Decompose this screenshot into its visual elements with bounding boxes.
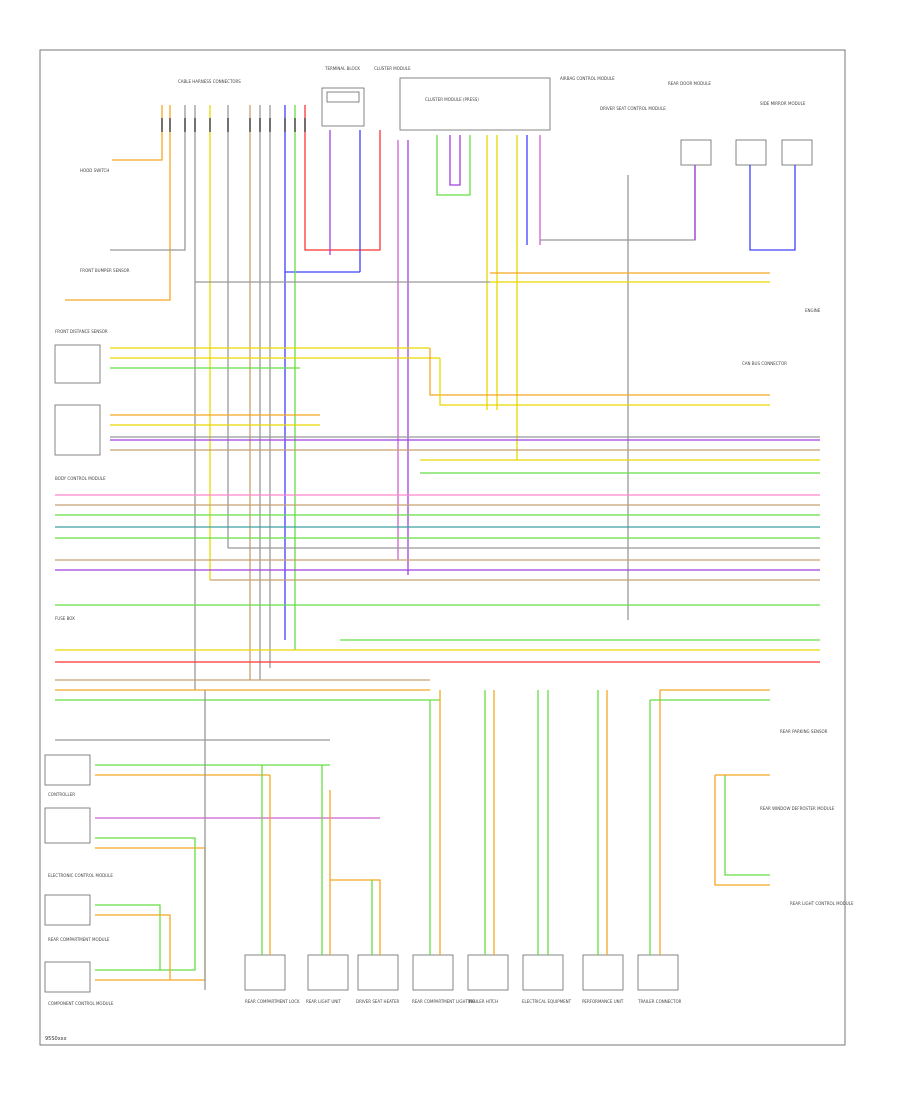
- diagram-frame: [39, 49, 846, 1046]
- door-module-box-2: [735, 139, 767, 166]
- bottom-box-7: [582, 954, 624, 991]
- bottom-box-1: [244, 954, 286, 991]
- door-module-box-3: [781, 139, 813, 166]
- bottom-box-3: [357, 954, 399, 991]
- label-l5: FUSE BOX: [55, 616, 75, 621]
- right-component-labels: CAN BUS CONNECTOR ENGINE REAR PARKING SE…: [742, 308, 854, 906]
- label-b2: REAR LIGHT UNIT: [306, 999, 341, 1004]
- wire-green-9: [95, 837, 196, 971]
- rear-compartment-box: [44, 894, 91, 926]
- cluster-module-box: [399, 77, 551, 131]
- terminal-block-inner: [326, 91, 360, 103]
- wire-purple-3: [449, 135, 461, 186]
- connector-stubs: [161, 118, 306, 132]
- label-c3: CLUSTER MODULE: [374, 66, 411, 71]
- label-c4: CLUSTER MODULE (PRESS): [425, 97, 479, 102]
- wire-green-2: [436, 135, 471, 196]
- wire-gray-6: [540, 165, 696, 241]
- wire-orange-long: [65, 105, 171, 301]
- label-b7: PERFORMANCE UNIT: [582, 999, 624, 1004]
- left-component-labels: HOOD SWITCH FRONT BUMPER SENSOR FRONT DI…: [48, 168, 130, 1006]
- wire-h-orange-2: [429, 348, 770, 396]
- label-c8: SIDE MIRROR MODULE: [760, 101, 806, 106]
- bottom-component-labels: REAR COMPARTMENT LOCK REAR LIGHT UNIT DR…: [245, 999, 682, 1004]
- bottom-components: [244, 954, 679, 991]
- wire-red-1: [304, 105, 381, 251]
- label-b5: TRAILER HITCH: [467, 999, 498, 1004]
- label-b8: TRAILER CONNECTOR: [637, 999, 682, 1004]
- wire-orange-6: [95, 847, 206, 981]
- bottom-box-8: [637, 954, 679, 991]
- label-c5: AIRBAG CONTROL MODULE: [560, 76, 615, 81]
- label-b3: DRIVER SEAT HEATER: [356, 999, 399, 1004]
- label-l4: BODY CONTROL MODULE: [55, 476, 106, 481]
- wire-h-yellow-4: [439, 358, 770, 406]
- label-l2: FRONT BUMPER SENSOR: [80, 268, 130, 273]
- label-r1: CAN BUS CONNECTOR: [742, 361, 787, 366]
- bottom-box-4: [412, 954, 454, 991]
- label-c7: REAR DOOR MODULE: [668, 81, 711, 86]
- wires: [55, 105, 820, 990]
- terminal-block-box: [321, 87, 365, 127]
- label-l8: REAR COMPARTMENT MODULE: [48, 937, 110, 942]
- label-l6: CONTROLLER: [48, 792, 75, 797]
- wire-v-orange-3: [330, 879, 381, 955]
- label-c1: CABLE HARNESS CONNECTORS: [178, 79, 241, 84]
- label-l3: FRONT DISTANCE SENSOR: [55, 329, 108, 334]
- wire-r-green-1: [724, 775, 770, 876]
- left-components: [44, 344, 101, 993]
- label-b4: REAR COMPARTMENT LIGHTING: [412, 999, 475, 1004]
- label-c6: DRIVER SEAT CONTROL MODULE: [600, 106, 666, 111]
- top-component-labels: CABLE HARNESS CONNECTORS TERMINAL BLOCK …: [178, 66, 806, 111]
- wire-green-10: [95, 904, 161, 970]
- footer-code: 95S0xxx: [45, 1036, 67, 1042]
- label-b1: REAR COMPARTMENT LOCK: [245, 999, 300, 1004]
- door-module-box-1: [680, 139, 712, 166]
- label-r4: REAR WINDOW DEFROSTER MODULE: [760, 806, 835, 811]
- label-r2: ENGINE: [805, 308, 821, 313]
- label-b6: ELECTRICAL EQUIPMENT: [522, 999, 572, 1004]
- electronic-module-box: [44, 807, 91, 844]
- component-module-box: [44, 961, 91, 993]
- label-r3: REAR PARKING SENSOR: [780, 729, 828, 734]
- bottom-box-5: [467, 954, 509, 991]
- body-control-box: [54, 404, 101, 456]
- label-l1: HOOD SWITCH: [80, 168, 109, 173]
- wire-orange-7: [95, 914, 171, 980]
- label-c2: TERMINAL BLOCK: [324, 66, 360, 71]
- wire-blue-1: [284, 105, 360, 273]
- wire-r-orange-1: [714, 775, 770, 886]
- label-l9: COMPONENT CONTROL MODULE: [48, 1001, 114, 1006]
- bottom-box-2: [307, 954, 349, 991]
- wire-blue-5: [749, 165, 796, 251]
- bottom-box-6: [522, 954, 564, 991]
- wire-orange-top: [112, 105, 163, 161]
- label-r5: REAR LIGHT CONTROL MODULE: [790, 901, 854, 906]
- wire-gray-1: [110, 105, 186, 251]
- front-sensor-box: [54, 344, 101, 384]
- label-l7: ELECTRONIC CONTROL MODULE: [48, 873, 113, 878]
- top-components: [321, 77, 813, 166]
- controller-box: [44, 754, 91, 786]
